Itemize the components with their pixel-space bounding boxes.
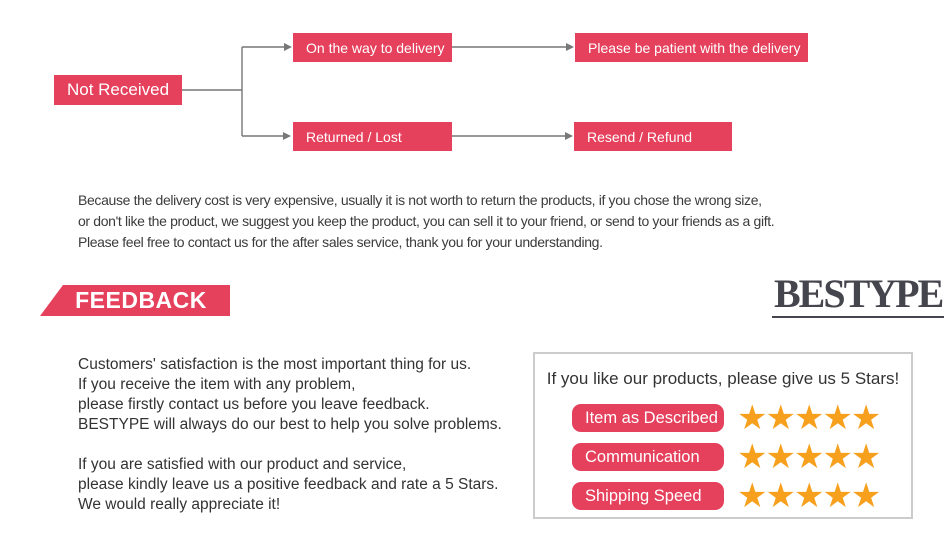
message-line: If you receive the item with any problem…: [78, 376, 356, 393]
rating-row: Shipping Speed ★★★★★: [572, 476, 911, 516]
feedback-heading: FEEDBACK: [75, 287, 207, 313]
message-line: Customers' satisfaction is the most impo…: [78, 356, 472, 373]
star-rating: ★★★★★: [737, 437, 881, 477]
flow-node-on-the-way: On the way to delivery: [293, 33, 452, 62]
flow-node-be-patient: Please be patient with the delivery: [575, 33, 808, 62]
star-rating: ★★★★★: [737, 476, 881, 516]
rating-label-communication: Communication: [572, 443, 724, 471]
message-line: We would really appreciate it!: [78, 496, 281, 513]
flow-node-resend-refund: Resend / Refund: [574, 122, 732, 151]
feedback-message: Customers' satisfaction is the most impo…: [78, 355, 502, 515]
brand-logo: BESTYPE: [772, 271, 944, 318]
message-line: BESTYPE will always do our best to help …: [78, 416, 502, 433]
star-rating: ★★★★★: [737, 398, 881, 438]
flow-node-returned-lost: Returned / Lost: [293, 122, 452, 151]
flow-node-not-received: Not Received: [54, 75, 182, 105]
rating-box-title: If you like our products, please give us…: [546, 369, 900, 388]
delivery-note: Because the delivery cost is very expens…: [78, 190, 775, 253]
delivery-note-line: Please feel free to contact us for the a…: [78, 234, 603, 250]
rating-label-shipping-speed: Shipping Speed: [572, 482, 724, 510]
delivery-note-line: or don't like the product, we suggest yo…: [78, 213, 775, 229]
delivery-note-line: Because the delivery cost is very expens…: [78, 192, 762, 208]
rating-row: Communication ★★★★★: [572, 437, 911, 477]
rating-box: If you like our products, please give us…: [533, 352, 913, 519]
feedback-heading-banner: FEEDBACK: [40, 285, 230, 316]
rating-row: Item as Described ★★★★★: [572, 398, 911, 438]
message-line: If you are satisfied with our product an…: [78, 456, 407, 473]
flowchart-connectors: [182, 43, 574, 140]
rating-rows: Item as Described ★★★★★ Communication ★★…: [535, 398, 911, 516]
message-line: please firstly contact us before you lea…: [78, 396, 430, 413]
message-line: please kindly leave us a positive feedba…: [78, 476, 499, 493]
rating-label-item-as-described: Item as Described: [572, 404, 724, 432]
